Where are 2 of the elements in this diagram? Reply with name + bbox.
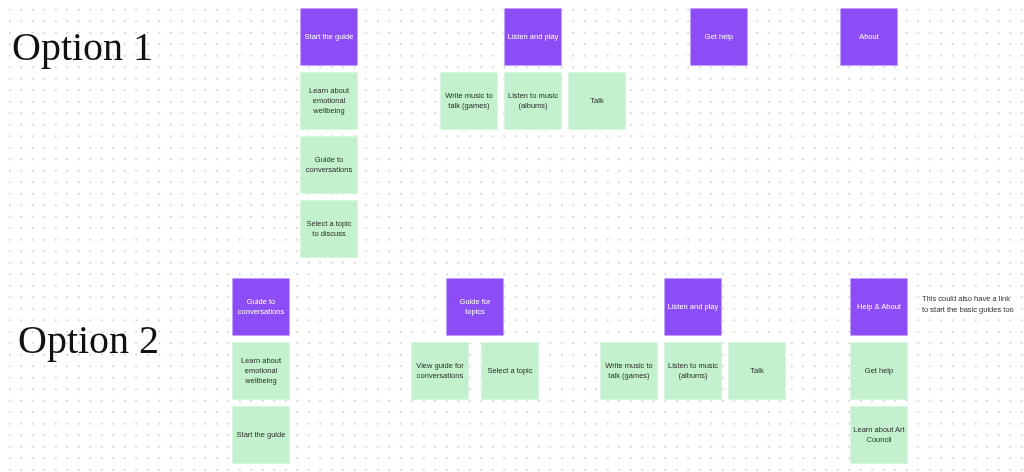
option-heading: Option 2: [18, 320, 160, 360]
option-heading: Option 1: [12, 27, 154, 67]
